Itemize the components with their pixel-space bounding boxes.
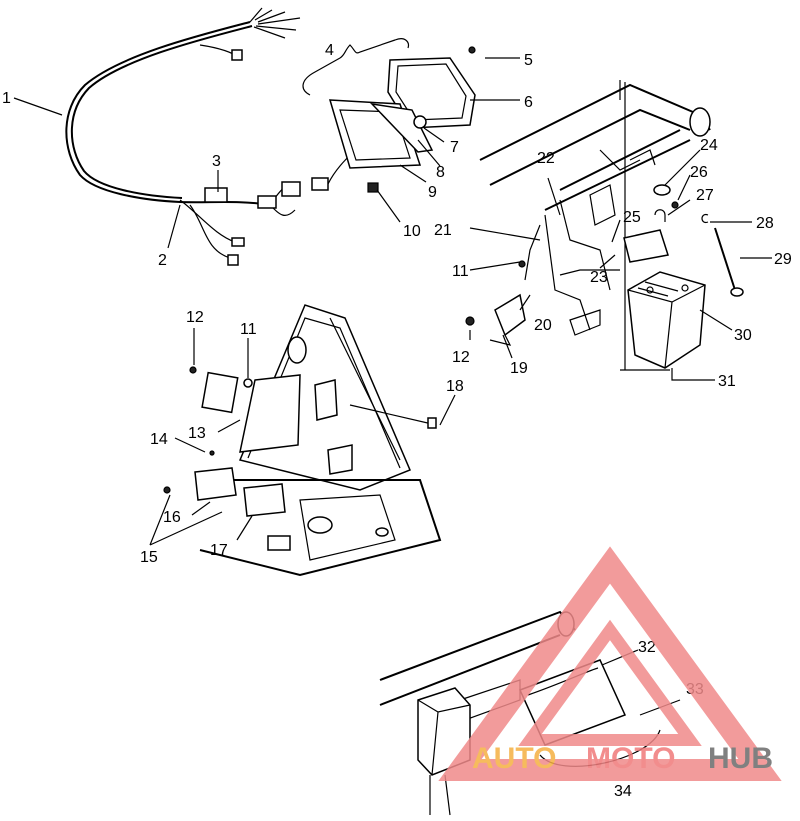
callout-29: 29 — [774, 251, 792, 268]
callout-18: 18 — [446, 378, 464, 395]
callout-12-left: 12 — [186, 309, 204, 326]
tail-light-assembly — [302, 38, 476, 193]
callout-16: 16 — [163, 509, 181, 526]
watermark-moto: MOTO — [586, 742, 675, 775]
callout-2: 2 — [158, 252, 167, 269]
callout-9: 9 — [428, 184, 437, 201]
callout-6: 6 — [524, 94, 533, 111]
callout-17: 17 — [210, 542, 228, 559]
callout-30: 30 — [734, 327, 752, 344]
callout-27: 27 — [696, 187, 714, 204]
callout-15: 15 — [140, 549, 158, 566]
callout-28: 28 — [756, 215, 774, 232]
callout-19: 19 — [510, 360, 528, 377]
callout-11-right: 11 — [452, 263, 469, 280]
electrical-mounting-plate — [163, 304, 442, 577]
leader-lines — [13, 57, 772, 716]
callout-32: 32 — [638, 639, 656, 656]
callout-4: 4 — [325, 42, 334, 59]
callout-1: 1 — [2, 90, 11, 107]
callout-5: 5 — [524, 52, 533, 69]
callout-25: 25 — [623, 209, 641, 226]
battery-cover-inset — [379, 610, 661, 816]
callout-7: 7 — [450, 139, 459, 156]
callout-12-right: 12 — [452, 349, 470, 366]
callout-labels: 1 2 3 4 5 6 7 8 9 10 11 11 12 12 13 14 1… — [2, 42, 792, 800]
callout-34: 34 — [614, 783, 632, 800]
callout-10: 10 — [403, 223, 421, 240]
callout-31: 31 — [718, 373, 736, 390]
callout-11-left: 11 — [240, 321, 257, 338]
battery — [627, 271, 706, 369]
callout-24: 24 — [700, 137, 718, 154]
callout-23: 23 — [590, 269, 608, 286]
callout-13: 13 — [188, 425, 206, 442]
callout-22: 22 — [537, 150, 555, 167]
callout-3: 3 — [212, 153, 221, 170]
callout-14: 14 — [150, 431, 168, 448]
callout-8: 8 — [436, 164, 445, 181]
callout-21: 21 — [434, 222, 452, 239]
watermark-hub: HUB — [708, 742, 773, 775]
callout-20: 20 — [534, 317, 552, 334]
frame-section — [465, 80, 744, 371]
watermark-logo: AUTO MOTO HUB — [438, 546, 782, 781]
wiring-harness — [65, 7, 356, 266]
callout-26: 26 — [690, 164, 708, 181]
watermark-auto: AUTO — [472, 742, 556, 775]
